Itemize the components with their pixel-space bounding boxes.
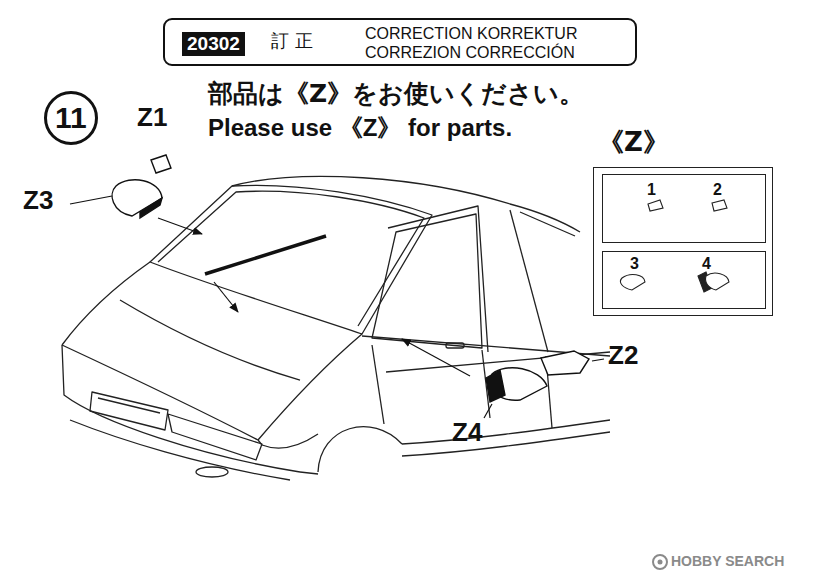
parts-tree-name: 《Z》 <box>598 128 669 158</box>
drawing-stroke <box>214 282 238 312</box>
drawing-stroke <box>258 334 362 440</box>
correction-header: 訂 正 CORRECTION KORREKTUR CORREZION CORREC… <box>163 18 637 66</box>
drawing-stroke <box>402 339 470 376</box>
step-circle: 11 <box>44 91 98 145</box>
drawing-stroke <box>658 560 663 565</box>
instruction-english: Please use 《Z》 for parts. <box>208 114 512 142</box>
watermark: HOBBY SEARCH <box>671 553 784 569</box>
drawing-stroke <box>158 191 424 326</box>
drawing-stroke <box>70 196 112 204</box>
drawing-stroke <box>541 351 589 375</box>
kit-number-box: 20302 <box>182 32 245 56</box>
instruction-japanese: 部品は《Z》をお使いください。 <box>208 80 584 109</box>
drawing-stroke <box>62 345 300 472</box>
drawing-stroke <box>484 404 492 418</box>
drawing-stroke <box>168 414 262 460</box>
leader-lines <box>70 196 604 418</box>
drawing-stroke <box>62 345 258 440</box>
step-number: 11 <box>55 101 87 136</box>
correction-title: 訂 正 <box>271 31 313 52</box>
drawing-stroke <box>388 206 488 352</box>
drawing-stroke <box>520 212 575 236</box>
drawing-stroke <box>158 218 202 234</box>
drawing-stroke <box>372 214 482 348</box>
drawing-stroke <box>402 432 610 456</box>
drawing-stroke <box>372 345 384 424</box>
drawing-stroke <box>705 273 729 290</box>
drawing-stroke <box>70 420 290 480</box>
kit-number: 20302 <box>187 33 240 55</box>
watermark-logo <box>653 555 667 569</box>
mirror-parts <box>112 155 589 402</box>
drawing-stroke <box>486 370 505 402</box>
drawing-stroke <box>151 155 171 173</box>
drawing-stroke <box>196 467 228 477</box>
drawing-stroke <box>120 300 300 380</box>
drawing-stroke <box>62 262 150 345</box>
drawing-stroke <box>300 472 318 474</box>
parts-tree: 《Z》1234 <box>593 167 773 316</box>
drawing-stroke <box>402 420 610 444</box>
drawing-stroke <box>90 392 168 430</box>
part-label: Z3 <box>23 186 53 216</box>
parts-tree-frame: 12 <box>602 174 766 243</box>
parts-tree-frame: 34 <box>602 251 766 309</box>
part-sketches <box>620 200 729 292</box>
drawing-stroke <box>318 427 402 472</box>
callout-number: 3 <box>630 255 639 273</box>
drawing-stroke <box>446 343 464 348</box>
wiper <box>205 236 326 274</box>
callout-number: 2 <box>713 181 722 199</box>
drawing-stroke <box>140 198 162 218</box>
callout-number: 1 <box>647 181 656 199</box>
callout-number: 4 <box>702 255 711 273</box>
drawing-stroke <box>712 200 727 211</box>
drawing-stroke <box>620 275 645 290</box>
drawing-stroke <box>98 398 160 413</box>
part-label: Z2 <box>608 341 638 371</box>
drawing-stroke <box>648 200 663 211</box>
correction-languages: CORRECTION KORREKTUR CORREZION CORRECCIÓ… <box>365 24 600 62</box>
drawing-stroke <box>592 359 604 361</box>
part-label: Z4 <box>452 418 482 448</box>
drawing-stroke <box>510 210 548 352</box>
drawing-stroke <box>258 434 318 448</box>
part-label: Z1 <box>137 103 167 133</box>
car-body <box>62 176 610 480</box>
drawing-stroke <box>112 180 162 216</box>
drawing-stroke <box>653 555 667 569</box>
